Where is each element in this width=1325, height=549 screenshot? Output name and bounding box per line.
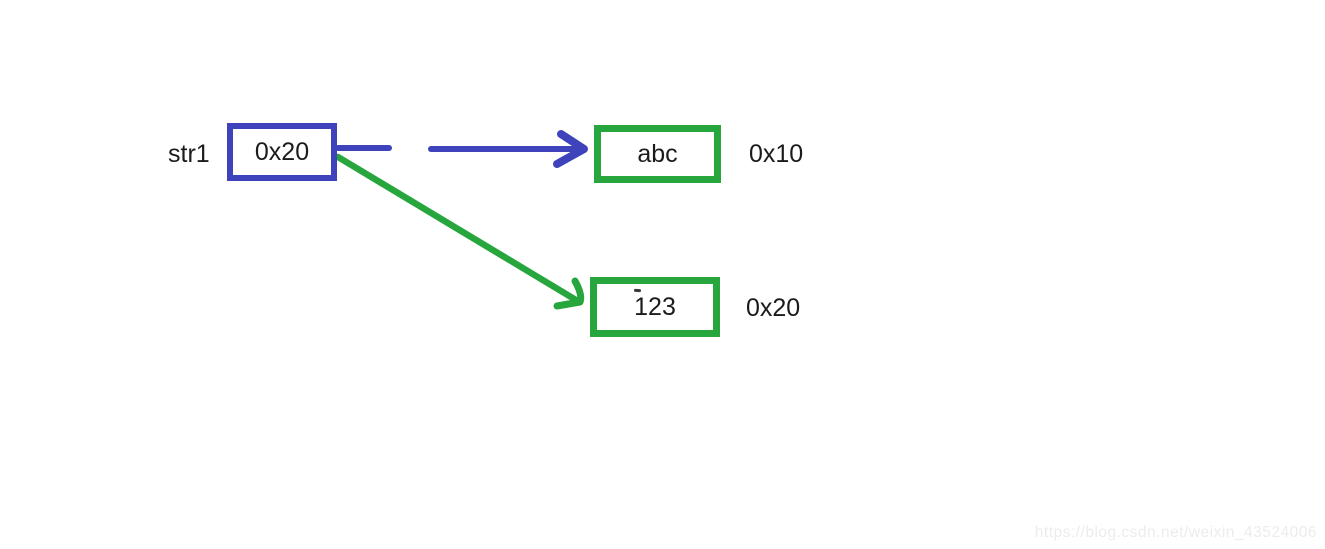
address-label-123: 0x20 xyxy=(746,294,801,322)
node-box-abc: abc xyxy=(594,125,721,183)
watermark-url: https://blog.csdn.net/weixin_43524006 xyxy=(1034,524,1317,541)
blue-pointer-arrow xyxy=(335,130,588,168)
node-123-value: 123 xyxy=(634,292,676,321)
variable-name-label: str1 xyxy=(168,140,210,168)
pointer-variable-box: 0x20 xyxy=(227,123,337,181)
address-label-abc: 0x10 xyxy=(749,140,804,168)
pointer-value: 0x20 xyxy=(254,137,310,166)
stray-pen-mark xyxy=(633,288,642,293)
node-abc-value: abc xyxy=(637,139,678,168)
node-box-123: 123 xyxy=(590,277,720,337)
green-pointer-arrow xyxy=(334,153,585,310)
